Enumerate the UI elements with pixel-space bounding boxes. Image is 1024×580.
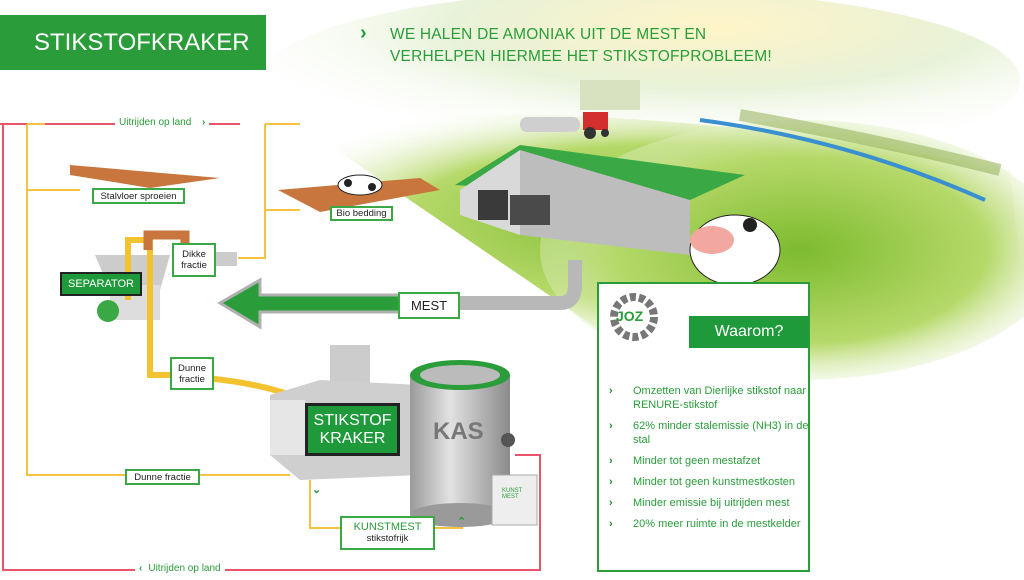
list-item: › Minder tot geen mestafzet xyxy=(609,454,809,468)
kraker-line1: STIKSTOF xyxy=(313,411,392,429)
headline-line2: VERHELPEN HIERMEE HET STIKSTOFPROBLEEM! xyxy=(390,48,772,65)
chevron-right-icon: › xyxy=(609,476,613,488)
chevron-right-icon: › xyxy=(609,455,613,467)
canal xyxy=(699,118,986,202)
list-item: › Omzetten van Dierlijke stikstof naar RE… xyxy=(609,384,809,412)
tractor-icon xyxy=(520,112,609,139)
chevron-right-icon: › xyxy=(202,117,206,128)
joz-logo: JOZ xyxy=(616,308,644,324)
chevron-left-icon: ‹ xyxy=(139,563,143,574)
label-bio-bedding: Bio bedding xyxy=(330,206,393,221)
label-dikke-fractie: Dikke fractie xyxy=(172,243,216,277)
route-top-text: Uitrijden op land xyxy=(119,117,192,128)
list-item-text: Minder emissie bij uitrijden mest xyxy=(633,497,790,509)
bag-label: KUNST MEST xyxy=(502,488,523,500)
label-dunne-fractie: Dunne fractie xyxy=(170,357,214,390)
list-item-text: Minder tot geen kunstmestkosten xyxy=(633,476,796,488)
list-item: › Minder tot geen kunstmestkosten xyxy=(609,475,809,489)
list-item-text: 62% minder stalemissie (NH3) in de stal xyxy=(633,420,809,446)
hedge xyxy=(738,109,1002,176)
kas-tank xyxy=(410,360,515,527)
benefits-list: › Omzetten van Dierlijke stikstof naar RE… xyxy=(609,384,809,538)
label-mest: MEST xyxy=(398,292,460,319)
gear-icon xyxy=(610,293,658,341)
list-item: › 20% meer ruimte in de mestkelder xyxy=(609,517,809,531)
label-stalvloer: Stalvloer sproeien xyxy=(92,188,185,204)
headline-line1: WE HALEN DE AMONIAK UIT DE MEST EN xyxy=(390,26,707,43)
mest-arrow-icon xyxy=(217,277,402,330)
headline: WE HALEN DE AMONIAK UIT DE MEST EN VERHE… xyxy=(390,24,772,68)
list-item: › 62% minder stalemissie (NH3) in de stal xyxy=(609,419,809,447)
stalvloer-floor xyxy=(70,165,220,188)
farm-far xyxy=(580,80,640,110)
mest-pipe xyxy=(460,260,582,310)
route-label-top: Uitrijden op land › xyxy=(115,117,210,128)
fertilizer-bag-icon xyxy=(491,474,538,526)
chevron-right-icon: › xyxy=(609,497,613,509)
label-kunstmest: KUNSTMEST stikstofrijk xyxy=(340,516,435,550)
list-item-text: 20% meer ruimte in de mestkelder xyxy=(633,518,801,530)
route-label-bottom: ‹ Uitrijden op land xyxy=(135,563,225,574)
waarom-panel: JOZ Waarom? › Omzetten van Dierlijke stik… xyxy=(597,282,810,572)
kunstmest-title: KUNSTMEST xyxy=(353,521,422,533)
waarom-heading: Waarom? xyxy=(689,316,809,348)
barn xyxy=(455,145,745,255)
chevron-right-icon: › xyxy=(609,518,613,530)
kunstmest-sub: stikstofrijk xyxy=(366,533,409,544)
chevron-right-icon: › xyxy=(360,22,367,44)
chevron-right-icon: › xyxy=(609,420,613,432)
label-stikstof-kraker: STIKSTOF KRAKER xyxy=(305,403,400,456)
kraker-line2: KRAKER xyxy=(319,429,386,447)
list-item-text: Minder tot geen mestafzet xyxy=(633,455,761,467)
label-kas: KAS xyxy=(433,418,484,445)
label-dunne-fractie-return: Dunne fractie xyxy=(125,469,200,485)
chevron-right-icon: › xyxy=(609,385,613,397)
up-chevron-icon: ⌃ xyxy=(457,516,466,528)
list-item: › Minder emissie bij uitrijden mest xyxy=(609,496,809,510)
route-bottom-text: Uitrijden op land xyxy=(148,563,221,574)
list-item-text: Omzetten van Dierlijke stikstof naar REN… xyxy=(633,385,807,411)
label-separator: SEPARATOR xyxy=(60,272,142,296)
cow-mascot-icon xyxy=(689,214,781,286)
page-title: STIKSTOFKRAKER xyxy=(0,15,266,70)
cow-icon xyxy=(337,174,383,196)
down-chevron-icon: ⌄ xyxy=(312,484,321,496)
